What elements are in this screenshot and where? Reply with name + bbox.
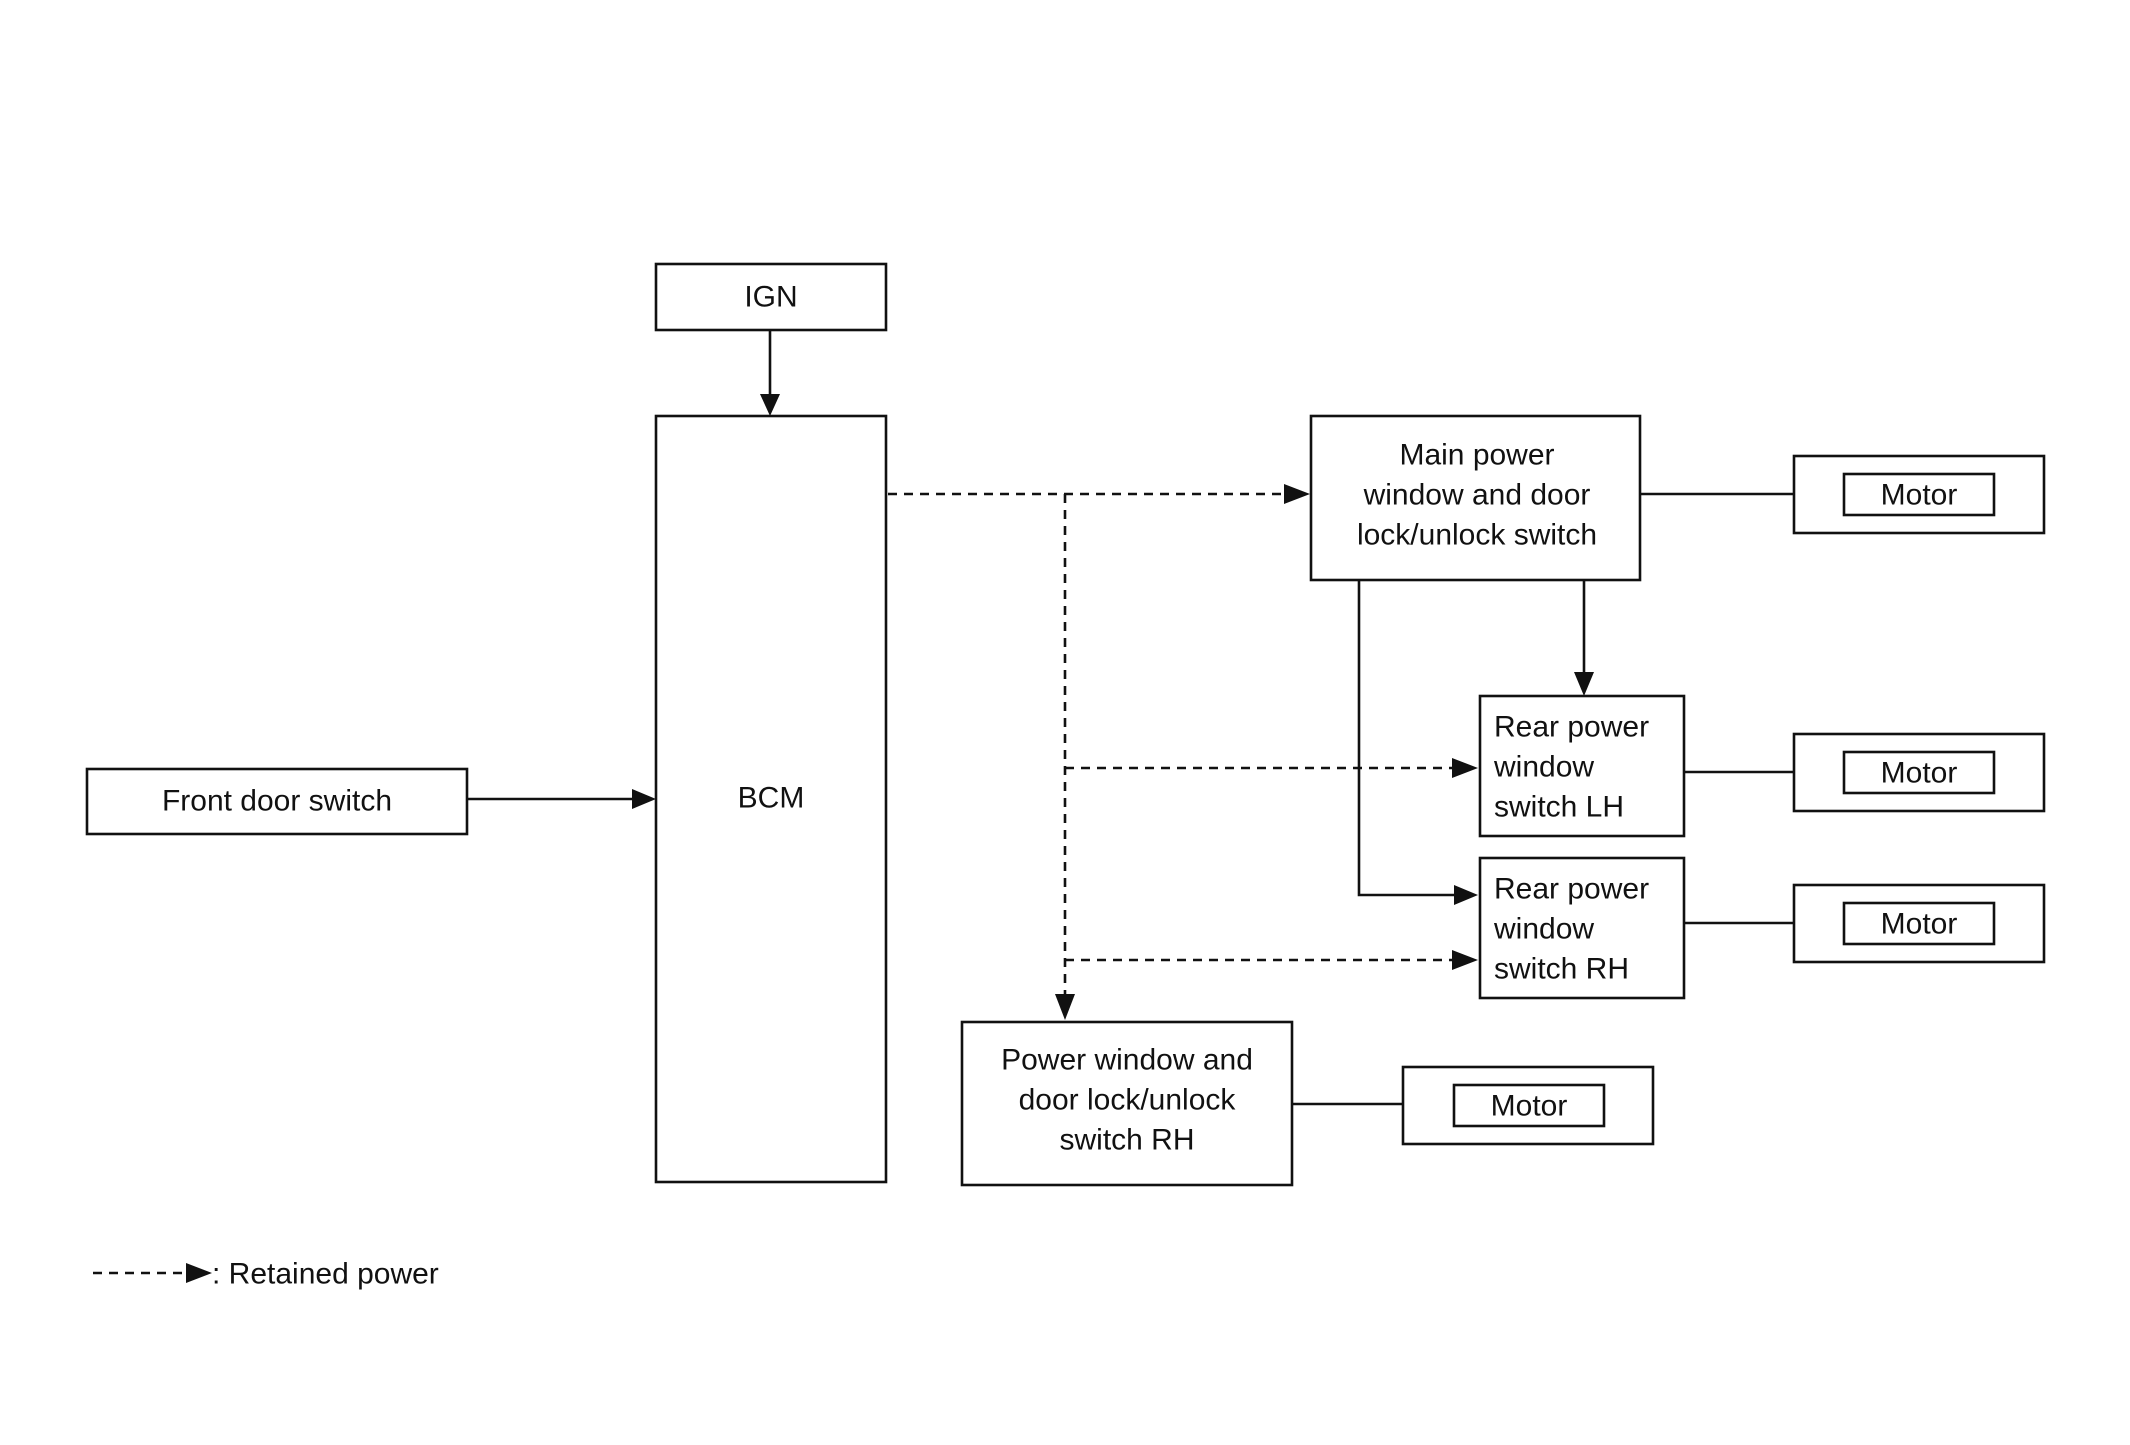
front-door-switch-block: Front door switch: [85, 767, 469, 836]
main-power-window-switch-block: Main power window and door lock/unlock s…: [1309, 414, 1642, 582]
legend-arrowhead: [186, 1263, 212, 1283]
motor-rear-rh-label: Motor: [1881, 908, 1958, 941]
motor-rear-rh-block: Motor: [1792, 883, 2046, 964]
rear-power-window-switch-lh-block: Rear power window switch LH: [1478, 694, 1686, 838]
power-window-switch-rh-block: Power window and door lock/unlock switch…: [960, 1020, 1294, 1187]
arrowhead-main-to-rear-rh: [1454, 885, 1478, 905]
motor-rear-lh-block: Motor: [1792, 732, 2046, 813]
rear-lh-label-line-1: Rear power: [1494, 711, 1649, 744]
arrowhead-ign-to-bcm: [760, 394, 780, 416]
arrowhead-front-door-to-bcm: [632, 789, 656, 809]
main-switch-label-line-1: Main power: [1399, 439, 1554, 472]
bcm-label: BCM: [738, 782, 805, 815]
arrowhead-retained-main-switch: [1284, 484, 1310, 504]
main-switch-label-line-3: lock/unlock switch: [1357, 519, 1597, 552]
motor-rear-lh-label: Motor: [1881, 757, 1958, 790]
motor-pw-rh-label: Motor: [1491, 1090, 1568, 1123]
arrowhead-retained-pw-rh: [1055, 994, 1075, 1020]
motor-main-block: Motor: [1792, 454, 2046, 535]
rear-power-window-switch-rh-block: Rear power window switch RH: [1478, 856, 1686, 1000]
pw-rh-label-line-1: Power window and: [1001, 1044, 1253, 1077]
ign-block: IGN: [654, 262, 888, 332]
motor-pw-rh-block: Motor: [1401, 1065, 1655, 1146]
rear-lh-label-line-2: window: [1493, 751, 1594, 784]
legend: : Retained power: [93, 1258, 439, 1291]
motor-main-label: Motor: [1881, 479, 1958, 512]
arrowhead-main-to-rear-lh: [1574, 672, 1594, 696]
main-switch-label-line-2: window and door: [1363, 479, 1591, 512]
bcm-block: BCM: [654, 414, 888, 1184]
front-door-switch-label: Front door switch: [162, 785, 392, 818]
arrowhead-retained-rear-lh: [1452, 758, 1478, 778]
rear-lh-label-line-3: switch LH: [1494, 791, 1624, 824]
pw-rh-label-line-3: switch RH: [1059, 1124, 1194, 1157]
arrow-main-to-rear-rh: [1357, 580, 1454, 897]
legend-label: : Retained power: [212, 1258, 439, 1291]
rear-rh-label-line-3: switch RH: [1494, 953, 1629, 986]
rear-rh-label-line-1: Rear power: [1494, 873, 1649, 906]
ign-label: IGN: [744, 281, 797, 314]
arrowhead-retained-rear-rh: [1452, 950, 1478, 970]
pw-rh-label-line-2: door lock/unlock: [1019, 1084, 1237, 1117]
rear-rh-label-line-2: window: [1493, 913, 1594, 946]
